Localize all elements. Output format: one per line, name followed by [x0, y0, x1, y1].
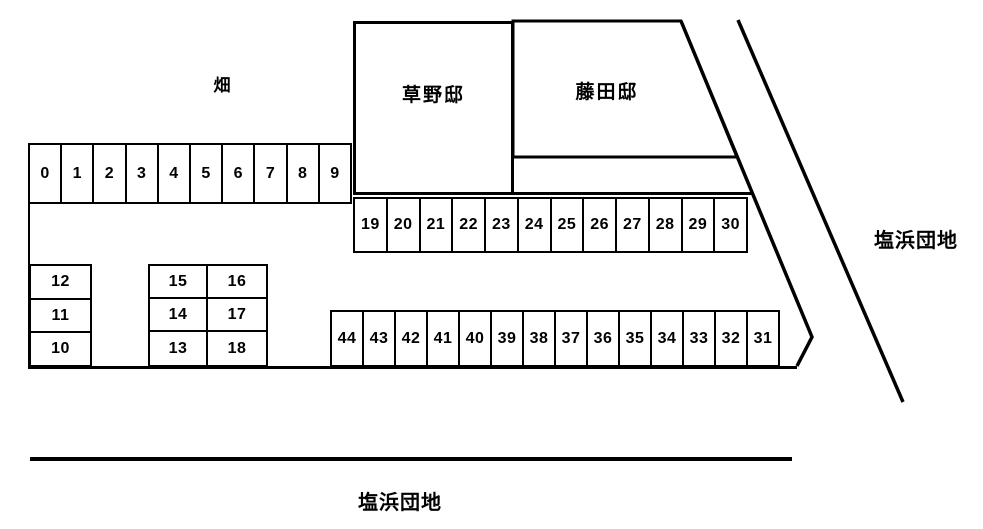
kusano-residence-building: 草野邸: [353, 21, 514, 195]
parking-space-44: 44: [337, 329, 357, 347]
parking-space-18: 18: [227, 339, 247, 357]
parking-space-10: 10: [31, 331, 90, 365]
parking-space-33: 33: [682, 312, 714, 365]
parking-space-8: 8: [285, 145, 318, 202]
parking-space-16: 16: [208, 266, 266, 299]
parking-space-36: 36: [586, 312, 618, 365]
field-label: 畑: [213, 76, 231, 95]
shiohama-danchi-bottom-label: 塩浜団地: [358, 492, 442, 514]
parking-space-28: 28: [647, 199, 681, 251]
parking-space-21: 21: [418, 199, 452, 251]
parking-space-3: 3: [124, 145, 157, 202]
parking-space-19: 19: [360, 216, 380, 233]
parking-space-12: 12: [51, 272, 70, 290]
bottom-road-line: [30, 457, 792, 461]
parking-space-30: 30: [713, 199, 746, 251]
parking-space-25: 25: [549, 199, 583, 251]
parking-space-4: 4: [156, 145, 189, 202]
fujita-residence-label: 藤田邸: [575, 82, 639, 103]
shiohama-danchi-right-label: 塩浜団地: [874, 230, 958, 252]
kusano-residence-label: 草野邸: [401, 85, 465, 106]
lot-boundary-middle-top: [353, 192, 752, 195]
parking-space-32: 32: [714, 312, 746, 365]
parking-space-7: 7: [253, 145, 285, 202]
parking-space-14: 14: [150, 299, 208, 332]
parking-space-15: 15: [150, 266, 208, 299]
parking-space-17: 17: [208, 299, 266, 332]
lot-boundary-bottom: [28, 366, 797, 369]
parking-space-24: 24: [516, 199, 550, 251]
parking-space-26: 26: [582, 199, 615, 251]
parking-space-31: 31: [746, 312, 778, 365]
parking-space-27: 27: [615, 199, 648, 251]
parking-space-23: 23: [484, 199, 517, 251]
parking-space-38: 38: [522, 312, 554, 365]
parking-space-13: 13: [150, 332, 208, 365]
parking-space-9: 9: [317, 145, 350, 202]
parking-space-1: 1: [60, 145, 92, 202]
parking-space-37: 37: [554, 312, 586, 365]
lot-boundary-left: [28, 143, 30, 369]
parking-space-43: 43: [362, 312, 394, 365]
parking-space-29: 29: [680, 199, 714, 251]
parking-space-41: 41: [426, 312, 458, 365]
parking-space-39: 39: [490, 312, 522, 365]
parking-space-20: 20: [385, 199, 419, 251]
parking-space-2: 2: [92, 145, 124, 202]
parking-space-5: 5: [189, 145, 221, 202]
parking-space-11: 11: [31, 297, 90, 332]
parking-space-34: 34: [650, 312, 682, 365]
parking-space-22: 22: [451, 199, 484, 251]
parking-space-0: 0: [40, 164, 50, 182]
parking-space-35: 35: [618, 312, 650, 365]
parking-space-6: 6: [221, 145, 253, 202]
parking-space-42: 42: [394, 312, 426, 365]
parking-space-40: 40: [458, 312, 490, 365]
